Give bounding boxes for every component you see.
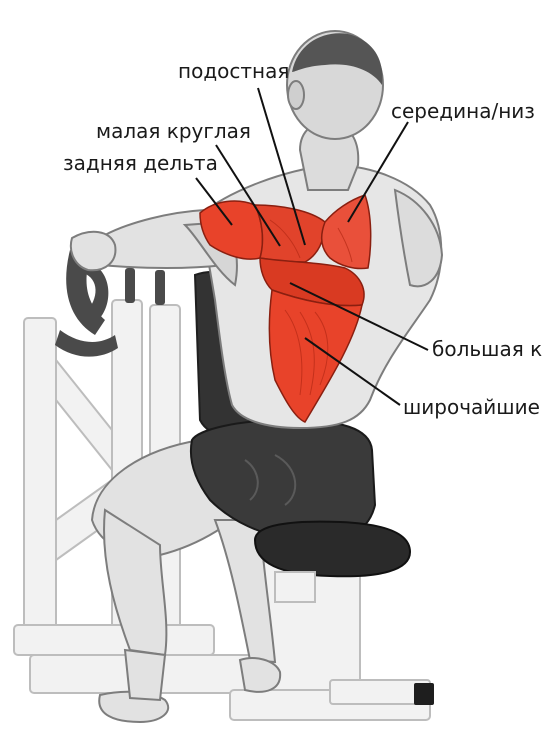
label-rear-delt: задняя дельта [63,151,218,175]
leader-malaya [215,144,281,247]
label-teres-major: большая к [432,337,543,361]
label-teres-minor: малая круглая [96,119,251,143]
highlighted-muscles [199,194,372,423]
head [286,30,384,191]
leader-bolshaya [289,282,429,351]
leader-podostnaya [257,87,306,246]
muscle-striations [269,219,353,396]
label-infraspinatus: подостная [178,59,290,83]
machine-foot-caps [414,683,434,705]
label-mid-lower-trapezius: середина/низ [391,99,535,123]
muscle-trapezius [320,194,372,270]
leader-seredina [347,121,409,223]
seat [253,520,412,603]
leader-lines [195,87,429,406]
leader-delta [195,177,233,226]
machine-handles [55,250,165,357]
right-shoulder [393,188,444,288]
label-latissimus: широчайшие [403,395,540,419]
leader-shiroch [304,337,401,406]
